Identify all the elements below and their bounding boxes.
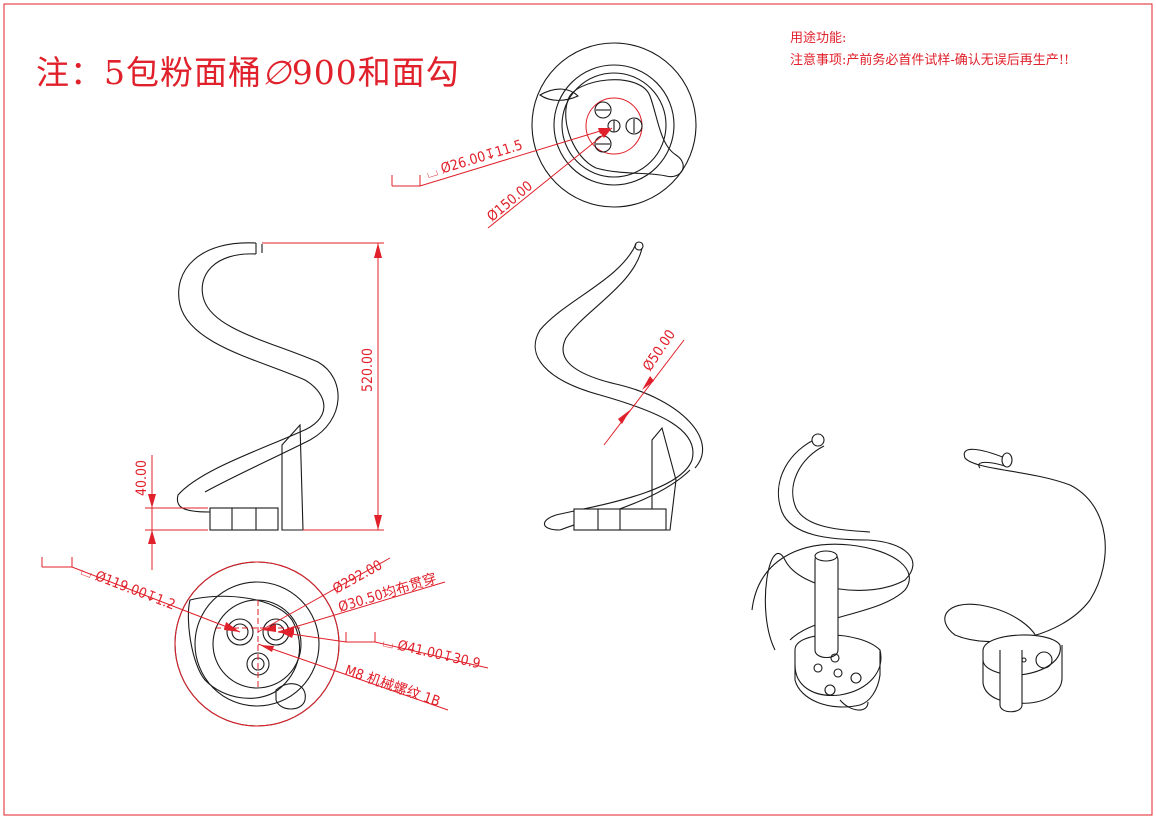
drawing-title: 注：5包粉面桶∅900和面勾 (36, 46, 460, 94)
thread-dim: M8 机械螺纹 1B (343, 663, 442, 711)
title-prefix: 注：5包粉面桶 (36, 53, 262, 92)
top-pcd-dim: Ø150.00 (484, 178, 536, 225)
top-counterbore-dim: ⌴ Ø26.00↧11.5 (424, 137, 524, 181)
iso-view-1 (751, 433, 914, 711)
front-view: 520.00 40.00 (134, 242, 384, 570)
base-height-dim: 40.00 (134, 460, 150, 496)
height-dim: 520.00 (360, 348, 376, 392)
bottom-counterbore-dim: ⌴ Ø119.00↧1.2 (79, 563, 178, 614)
note-caution: 注意事项:产前务必首件试样-确认无误后再生产!! (790, 53, 1070, 68)
diameter-symbol: ∅ (262, 53, 292, 92)
title-suffix: 900和面勾 (291, 53, 460, 92)
rod-diameter-dim: Ø50.00 (640, 327, 679, 374)
sheet-border (3, 3, 1153, 816)
bottom-view: ⌴ Ø119.00↧1.2 Ø292.00 Ø30.50均布贯穿 ⌴ Ø41.0… (41, 557, 489, 727)
top-view: ⌴ Ø26.00↧11.5 Ø150.00 (391, 42, 697, 229)
bottom-cb2-dim: ⌴ Ø41.00↧30.9 (381, 634, 482, 672)
notes-block: 用途功能: 注意事项:产前务必首件试样-确认无误后再生产!! (790, 28, 1069, 72)
side-view: Ø50.00 (534, 241, 704, 531)
note-usage: 用途功能: (790, 31, 847, 46)
iso-view-2 (944, 448, 1106, 713)
